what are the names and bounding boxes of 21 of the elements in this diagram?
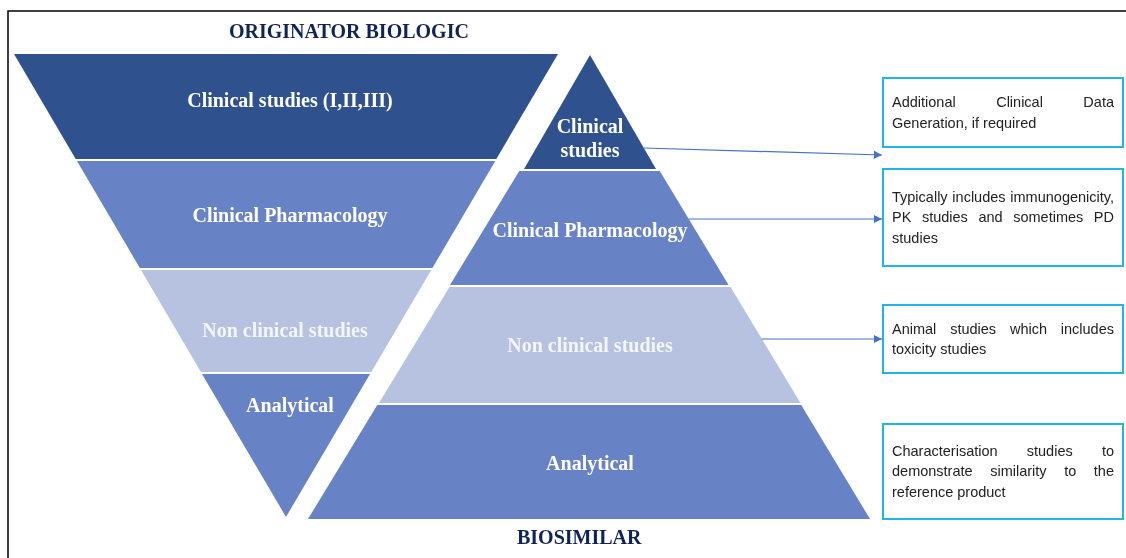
note-text: Typically includes immunogenicity, PK studies and sometimes PD studies — [892, 188, 1114, 248]
band-label: Clinical studies — [555, 113, 625, 162]
note-box — [882, 423, 1124, 520]
note-text: Additional Clinical Data Generation, if required — [892, 93, 1114, 133]
note-text: Characterisation studies to demonstrate similarity to the reference product — [892, 442, 1114, 502]
band-label: Clinical Pharmacology — [192, 203, 388, 227]
band-label: Clinical studies (I,II,III) — [187, 88, 393, 112]
arrow — [688, 214, 883, 224]
note-text: Animal studies which includes toxicity studies — [892, 319, 1114, 359]
note-box — [882, 304, 1124, 374]
band-label: Non clinical studies — [202, 318, 368, 342]
band-label: Non clinical studies — [507, 333, 673, 357]
note-box — [882, 168, 1124, 267]
note-box — [882, 77, 1124, 148]
arrow — [760, 334, 883, 344]
band-label: Analytical — [246, 393, 334, 417]
band-label: Analytical — [546, 450, 634, 475]
diagram-title: ORIGINATOR BIOLOGIC — [229, 20, 469, 43]
band-label: Clinical Pharmacology — [492, 218, 688, 242]
arrow — [643, 147, 883, 159]
section-heading: BIOSIMILAR — [517, 526, 642, 549]
